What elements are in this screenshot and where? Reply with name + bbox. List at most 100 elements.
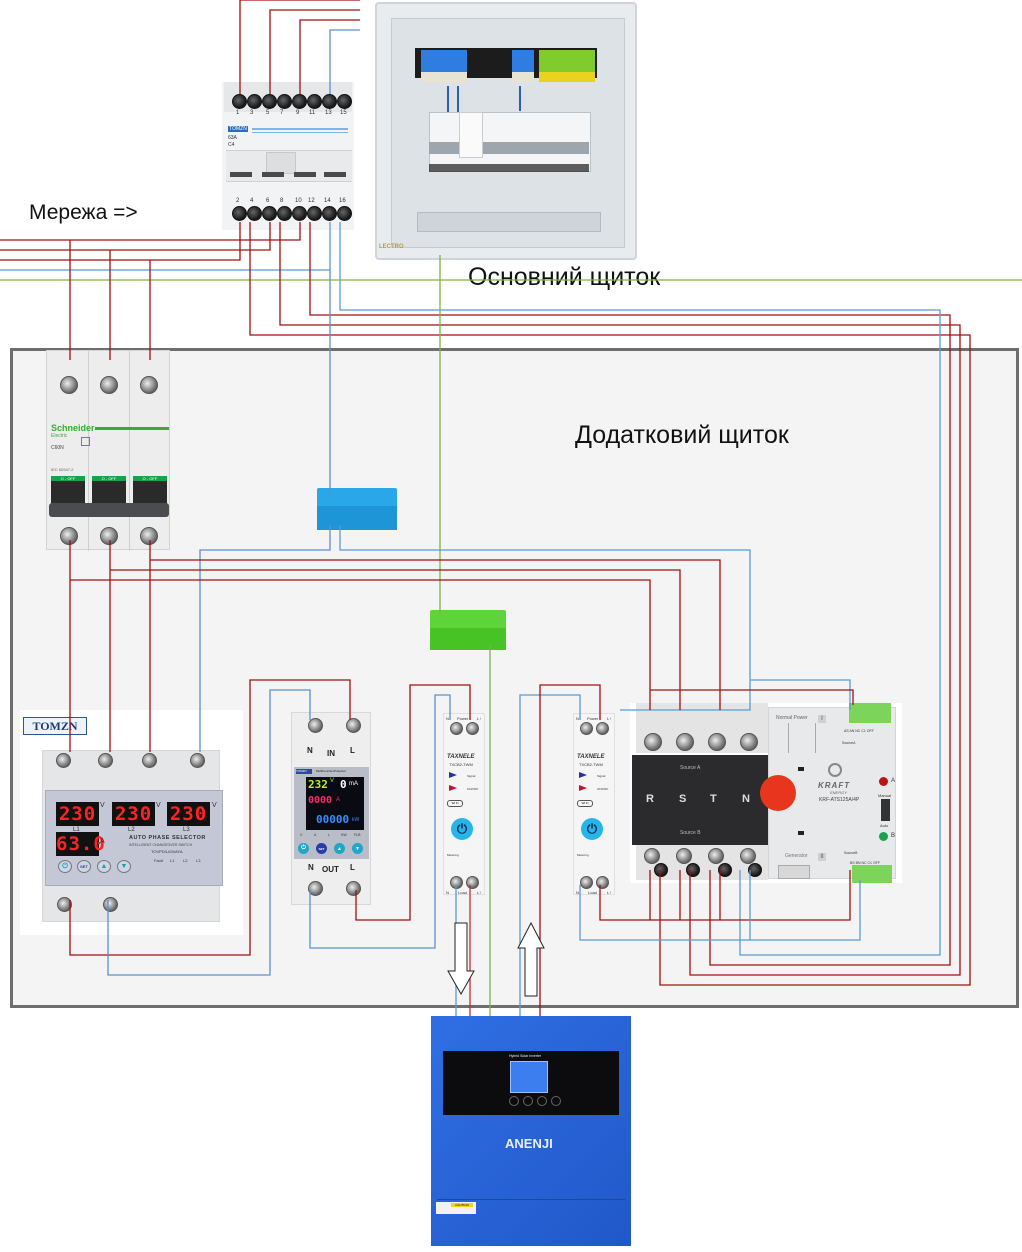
terminal-16: 16 [339,198,346,204]
power-button[interactable]: ⏻ [58,860,72,873]
up-button[interactable]: ▲ [97,860,111,873]
schneider-sublogo: Electric [51,433,68,439]
red-led-icon [449,785,457,791]
terminal-2: 2 [236,198,240,204]
hybrid-inverter[interactable]: Hybrid Solar Inverter ANENJI CAUTION [431,1016,631,1246]
ats-terminal-a[interactable] [849,703,891,723]
generator-icon [778,865,810,879]
protector-down-button[interactable]: ▼ [352,843,363,854]
manual-auto-switch[interactable] [881,799,890,821]
terminal-12: 12 [308,198,315,204]
caution-label: CAUTION [436,1202,476,1214]
out-l-label: L [350,863,355,872]
smart-switch-brand: TAXNELE [577,754,605,760]
neutral-busbar-2 [512,50,534,78]
blue-led-icon [579,772,587,778]
pole-t: T [710,793,717,805]
neutral-terminal-block [317,488,397,530]
automatic-transfer-switch[interactable]: Source A R S T N Source B Normal Power I… [630,703,902,883]
ats-pole-cover: Source A R S T N Source B [632,755,768,845]
ats-terminal-b[interactable] [852,865,892,883]
led-a-icon [879,777,888,786]
current-display: 63.0 [56,832,106,856]
terminal-1: 1 [236,110,240,116]
out-label: OUT [322,865,339,874]
smart-switch-power-button[interactable]: ⏻ [451,818,473,840]
inverter-button-3[interactable] [537,1096,547,1106]
red-led-icon [579,785,587,791]
terminal-11: 11 [309,110,316,116]
extra-panel-label: Додатковий щиток [575,421,789,449]
breaker-model: C60N [51,445,64,451]
terminal-9: 9 [296,110,300,116]
ats-rotary-handle[interactable] [760,775,796,811]
wire-grid-l3 [0,222,241,261]
inverter-button-4[interactable] [551,1096,561,1106]
smart-switch-1[interactable]: N Power L↑ TAXNELE TXCB2-TWM Signal ON/O… [443,713,485,895]
smart-switch-brand: TAXNELE [447,754,475,760]
led-l3: L3 [196,858,201,863]
blue-led-icon [449,772,457,778]
breaker-standard: IEC 60947-2 [51,467,74,472]
auto-phase-selector[interactable]: TOMZN 230 230 230 V V V L1 L2 L3 63.0 A … [20,710,243,935]
led-l1: L1 [170,858,175,863]
schneider-logo: Schneider [51,423,95,433]
smart-switch-model: TXCB2-TWM [579,762,603,767]
protector-up-button[interactable]: ▲ [334,843,345,854]
pole-r: R [646,793,654,805]
anenji-logo: ANENJI [505,1136,553,1151]
led-b-icon [879,832,888,841]
curve-label: C4 [228,142,235,148]
ats-model: KRF-ATS125A/4P [819,797,860,803]
arrow-up-icon [517,922,545,997]
voltage-reading: 232 [308,778,328,791]
set-button[interactable]: SET [77,860,91,873]
pole-n: N [742,793,750,805]
in-n-label: N [307,746,313,755]
wire-phase [239,0,360,94]
terminal-6: 6 [266,198,270,204]
protector-set-button[interactable]: SET [316,843,327,854]
leakage-reading: 0 [340,778,347,791]
inverter-screen-title: Hybrid Solar Inverter [509,1054,542,1058]
inverter-button-2[interactable] [523,1096,533,1106]
in-l-label: L [350,746,355,755]
power-tower-icon [788,723,816,753]
terminal-3: 3 [250,110,254,116]
terminal-10: 10 [295,198,302,204]
current-reading: 0000 [308,795,333,806]
terminal-13: 13 [325,110,332,116]
voltage-display-l1: 230 [56,802,99,826]
led-l2: L2 [183,858,188,863]
out-n-label: N [308,863,314,872]
kraft-brand: KRAFT [818,781,851,790]
pole-s: S [679,793,687,805]
normal-power-label: Normal Power [776,715,808,721]
arrow-down-icon [447,922,475,996]
terminal-7: 7 [280,110,284,116]
schneider-3p-breaker[interactable]: Schneider Electric C60N IEC 60947-2 O - … [46,350,170,551]
terminal-4: 4 [250,198,254,204]
power-reading: 00000 [316,813,350,826]
protector-power-button[interactable]: ⏻ [298,843,309,854]
led-fault: Fault [154,858,163,863]
tomzn-brand-logo: TOMZN [23,717,87,735]
down-button[interactable]: ▼ [117,860,131,873]
terminal-5: 5 [266,110,270,116]
inverter-button-1[interactable] [509,1096,519,1106]
product-title: AUTO PHASE SELECTOR [129,835,206,841]
ground-terminal-block [430,610,506,650]
switch-handle[interactable] [266,152,296,174]
smart-switch-2[interactable]: N Power L↑ TAXNELE TXCB2-TWM Signal ON/O… [573,713,615,895]
changeover-switch-4p[interactable]: 1 3 5 7 9 11 13 15 TOMZN 63A C4 2 4 6 8 … [222,82,354,230]
smart-switch-power-button[interactable]: ⏻ [581,818,603,840]
in-label: IN [327,749,335,758]
multifunction-protector[interactable]: N IN L TOMZN MultiFunctionProtector 232 … [291,712,371,905]
smart-switch-model: TXCB2-TWM [449,762,473,767]
protector-title: MultiFunctionProtector [316,769,347,773]
tomzn-logo: TOMZN [228,126,248,132]
model-label: TOVPD3-63VAYA [151,849,183,854]
terminal-14: 14 [324,198,331,204]
kraft-logo-icon [828,763,842,777]
schneider-green-icon [81,437,90,446]
